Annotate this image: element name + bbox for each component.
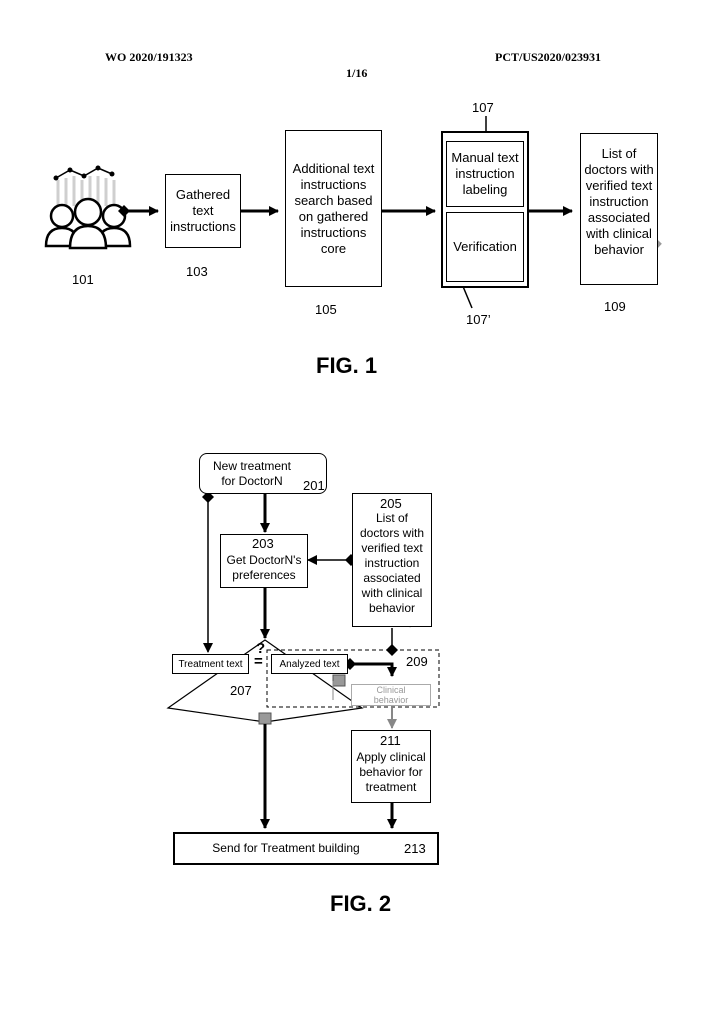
ref-209: 209 (406, 654, 428, 670)
equals-sign: = (254, 654, 263, 670)
ref-109: 109 (604, 299, 626, 315)
box-manual-labeling: Manual text instruction labeling (446, 141, 524, 207)
ref-207: 207 (230, 683, 252, 699)
ref-107: 107 (472, 100, 494, 116)
box-clinical-behavior: Clinical behavior (351, 684, 431, 706)
box-doctors-list-2: List of doctors with verified text instr… (352, 493, 432, 627)
people-icon (46, 166, 130, 249)
ref-101: 101 (72, 272, 94, 288)
ref-107-prime: 107’ (466, 312, 491, 328)
box-doctors-list: List of doctors with verified text instr… (580, 133, 658, 285)
ref-103: 103 (186, 264, 208, 280)
box-gathered-text-instructions: Gathered text instructions (165, 174, 241, 248)
ref-211: 211 (380, 733, 401, 749)
box-verification: Verification (446, 212, 524, 282)
ref-213: 213 (404, 841, 426, 857)
box-send-treatment-building: Send for Treatment building (173, 832, 439, 865)
box-analyzed-text: Analyzed text (271, 654, 348, 674)
ref-203: 203 (252, 536, 274, 552)
fig2-caption: FIG. 2 (330, 891, 391, 917)
ref-205: 205 (380, 496, 402, 512)
ref-201: 201 (303, 478, 325, 494)
fig1-caption: FIG. 1 (316, 353, 377, 379)
box-additional-search: Additional text instructions search base… (285, 130, 382, 287)
box-treatment-text: Treatment text (172, 654, 249, 674)
ref-105: 105 (315, 302, 337, 318)
